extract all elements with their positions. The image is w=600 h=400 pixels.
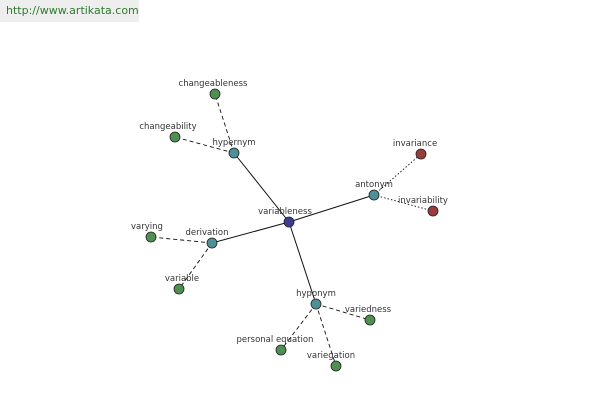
edge-hyponym-variedness xyxy=(315,303,371,321)
label-antonym[interactable]: antonym xyxy=(355,180,393,190)
node-changeableness[interactable] xyxy=(209,88,221,100)
edge-variableness-hyponym xyxy=(288,221,317,305)
site-link[interactable]: http://www.artikata.com xyxy=(0,0,139,22)
node-antonym[interactable] xyxy=(368,189,380,201)
edge-variableness-derivation xyxy=(211,221,290,244)
label-variable[interactable]: variable xyxy=(165,274,199,284)
node-changeability[interactable] xyxy=(169,131,181,143)
node-variegation[interactable] xyxy=(330,360,342,372)
label-derivation[interactable]: derivation xyxy=(185,228,228,238)
node-varying[interactable] xyxy=(145,231,157,243)
graph-nodes xyxy=(145,88,439,372)
node-variable[interactable] xyxy=(173,283,185,295)
label-changeableness[interactable]: changeableness xyxy=(179,79,249,89)
node-derivation[interactable] xyxy=(206,237,218,249)
label-personal-equation[interactable]: personal equation xyxy=(237,335,314,345)
label-changeability[interactable]: changeability xyxy=(139,122,196,132)
graph-labels: variableness hypernym antonym derivation hyp… xyxy=(131,79,448,361)
node-personal-equation[interactable] xyxy=(275,344,287,356)
edge-variableness-hypernym xyxy=(233,152,290,223)
label-invariance[interactable]: invariance xyxy=(393,139,437,149)
node-hyponym[interactable] xyxy=(310,298,322,310)
label-hypernym[interactable]: hypernym xyxy=(212,138,255,148)
node-hypernym[interactable] xyxy=(228,147,240,159)
node-variableness[interactable] xyxy=(283,216,295,228)
edge-derivation-varying xyxy=(150,236,213,244)
edge-hyponym-variegation xyxy=(315,303,337,367)
edge-derivation-variable xyxy=(178,242,213,290)
label-variableness[interactable]: variableness xyxy=(258,207,312,217)
node-variedness[interactable] xyxy=(364,314,376,326)
label-invariability[interactable]: invariability xyxy=(398,196,448,206)
label-varying[interactable]: varying xyxy=(131,222,163,232)
label-variegation[interactable]: variegation xyxy=(307,351,355,361)
label-variedness[interactable]: variedness xyxy=(345,305,392,315)
edge-hypernym-changeability xyxy=(174,136,235,154)
graph-edges xyxy=(150,93,434,367)
edge-hypernym-changeableness xyxy=(214,93,235,154)
node-invariability[interactable] xyxy=(427,205,439,217)
node-invariance[interactable] xyxy=(415,148,427,160)
edge-hyponym-personal-equation xyxy=(280,303,317,351)
edge-variableness-antonym xyxy=(288,194,375,223)
label-hyponym[interactable]: hyponym xyxy=(296,289,336,299)
